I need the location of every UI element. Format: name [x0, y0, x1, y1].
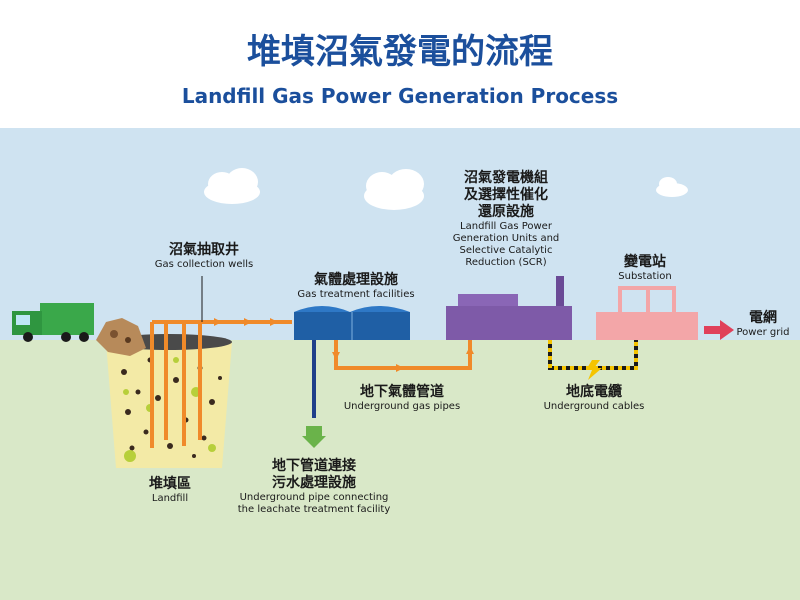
power-grid-label-en: Power grid — [736, 327, 790, 338]
wells-label-zh: 沼氣抽取井 — [169, 242, 239, 258]
generation-label-zh-3: 還原設施 — [478, 204, 534, 220]
title-en: Landfill Gas Power Generation Process — [181, 84, 619, 108]
waste-pile — [96, 318, 146, 356]
gas-flow-arrows — [214, 318, 278, 326]
leachate-label: 地下管道連接 污水處理設施 Underground pipe connectin… — [226, 458, 402, 516]
leachate-label-zh-2: 污水處理設施 — [272, 475, 356, 491]
gas-treatment-facility — [294, 306, 410, 340]
gas-pipes-label-en: Underground gas pipes — [343, 401, 461, 412]
landfill-label-en: Landfill — [151, 493, 189, 504]
landfill-label: 堆填區 Landfill — [128, 476, 212, 505]
wells-label-en: Gas collection wells — [154, 259, 254, 270]
gas-pipes-label: 地下氣體管道 Underground gas pipes — [334, 384, 470, 413]
generation-units — [446, 276, 572, 340]
generation-label-zh-1: 沼氣發電機組 — [464, 170, 548, 186]
sky — [0, 128, 800, 340]
substation — [596, 286, 698, 340]
lightning-bolt — [586, 360, 602, 380]
title-zh: 堆填沼氣發電的流程 — [247, 32, 553, 72]
generation-label-zh-2: 及選擇性催化 — [464, 187, 548, 203]
generation-label: 沼氣發電機組 及選擇性催化 還原設施 Landfill Gas Power Ge… — [436, 170, 576, 269]
substation-label-en: Substation — [618, 271, 672, 282]
garbage-truck — [12, 303, 94, 342]
leachate-label-en-2: the leachate treatment facility — [237, 504, 391, 515]
leachate-label-en-1: Underground pipe connecting — [239, 492, 389, 503]
substation-label: 變電站 Substation — [600, 254, 690, 283]
cables-label: 地底電纜 Underground cables — [536, 384, 652, 413]
power-grid-arrow — [704, 320, 734, 340]
generation-label-en-4: Reduction (SCR) — [465, 257, 547, 268]
cables-label-zh: 地底電纜 — [566, 384, 622, 400]
wells-label: 沼氣抽取井 Gas collection wells — [140, 242, 268, 271]
landfill-label-zh: 堆填區 — [149, 476, 191, 492]
leachate-pipe — [302, 340, 326, 448]
cloud-left — [204, 168, 260, 204]
generation-label-en-3: Selective Catalytic — [459, 245, 553, 256]
gas-pipe-arrows — [332, 346, 474, 372]
treatment-label-zh: 氣體處理設施 — [314, 272, 398, 288]
generation-label-en-1: Landfill Gas Power — [460, 221, 552, 232]
cloud-center — [364, 169, 424, 210]
gas-pipes-label-zh: 地下氣體管道 — [360, 384, 444, 400]
substation-label-zh: 變電站 — [624, 254, 666, 270]
power-grid-label-zh: 電網 — [749, 310, 777, 326]
cloud-right — [656, 177, 688, 197]
power-grid-label: 電網 Power grid — [728, 310, 798, 339]
cables-label-en: Underground cables — [543, 401, 645, 412]
treatment-label-en: Gas treatment facilities — [297, 289, 415, 300]
leachate-label-zh-1: 地下管道連接 — [272, 458, 356, 474]
generation-label-en-2: Generation Units and — [452, 233, 560, 244]
treatment-label: 氣體處理設施 Gas treatment facilities — [286, 272, 426, 301]
